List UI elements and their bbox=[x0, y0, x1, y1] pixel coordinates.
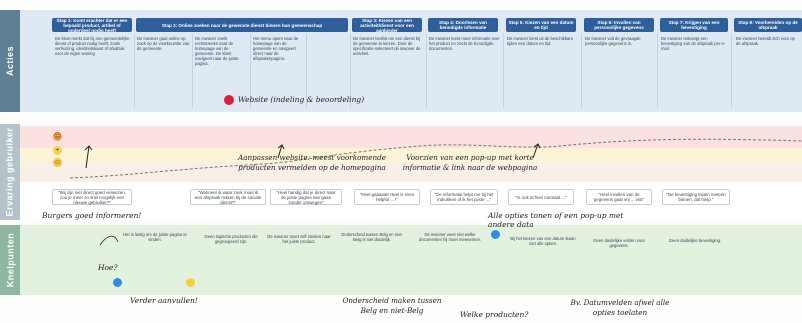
arrow-icon bbox=[277, 144, 285, 159]
lane-label-acties: Acties bbox=[0, 10, 20, 112]
sad-face-icon: ☹ bbox=[53, 132, 62, 141]
note-alle-opties: Alle opties tonen of een pop-up met ande… bbox=[488, 211, 624, 229]
arrow-icon bbox=[532, 143, 541, 159]
pain-point: Onderscheid tussen Belg en niet-Belg is … bbox=[341, 232, 403, 242]
pain-point: Het is lastig om de juiste pagina te vin… bbox=[123, 232, 187, 242]
pain-point: Geen duidelijke velden voor gegevens. bbox=[593, 238, 645, 248]
happy-face-icon: ☺ bbox=[53, 158, 62, 167]
action-text: De inwoner bereidt zich voor op de afspr… bbox=[736, 36, 795, 46]
note-burgers-informeren: Burgers goed informeren! bbox=[42, 211, 142, 220]
quote-card: "Heel handig dat je direct naar de juist… bbox=[270, 189, 342, 205]
action-text: De inwoner vult de gevraagde persoonlijk… bbox=[585, 36, 641, 46]
quote-card: "De bevestiging kwam meteen binnen, dat … bbox=[662, 189, 730, 205]
website-label: Website (indeling & beoordeling) bbox=[238, 95, 365, 104]
step-2: Stap 2: Online zoeken naar de gewenste d… bbox=[136, 18, 348, 32]
quote-card: "Heel invullen van de gegevens gaat vrij… bbox=[586, 189, 652, 205]
yellow-dot bbox=[186, 278, 195, 287]
quote-card: "Is ook al heel normaal ..." bbox=[508, 189, 574, 205]
pain-point: De inwoner weet niet welke documenten hi… bbox=[418, 232, 482, 242]
blue-dot bbox=[113, 278, 122, 287]
emotion-band-neutral bbox=[20, 148, 802, 162]
quote-card: "De informatie helpt me bij het indrukke… bbox=[430, 189, 498, 205]
blue-dot bbox=[491, 230, 500, 239]
action-text: De inwoner beslist om een dienst bij de … bbox=[353, 36, 421, 56]
emotion-band-negative bbox=[20, 126, 802, 148]
lane-label-ervaring: Ervaring gebruiker bbox=[0, 124, 20, 220]
quote-card: "Wanneer ik waar zoek moet ik een afspra… bbox=[190, 189, 266, 205]
action-text: De inwoner gaat online op zoek op de voo… bbox=[137, 36, 190, 51]
action-text: De klant merkt dat hij een gemeentelijke… bbox=[55, 36, 130, 56]
step-4: Stap 4: Doorlezen van benodigde informat… bbox=[428, 18, 498, 32]
note-popup: Voorzien van een pop-up met korte inform… bbox=[402, 153, 538, 172]
step-1: Stap 1: Komt erachter dat er een bepaald… bbox=[52, 18, 132, 32]
knelpunten-lane bbox=[20, 225, 802, 295]
action-text: De inwoner ontvangt een bevestiging van … bbox=[661, 36, 726, 51]
note-welke-producten: Welke producten? bbox=[460, 310, 529, 319]
lane-label-knelpunten: Knelpunten bbox=[0, 225, 20, 295]
step-5: Stap 5: Kiezen van een datum en tijd bbox=[506, 18, 576, 32]
step-8: Stap 8: Voorbereiden op de afspraak bbox=[734, 18, 802, 32]
pain-point: Geen logische producten die gegroepeerd … bbox=[204, 234, 258, 244]
step-3: Stap 3: Kiezen van een activiteit/dienst… bbox=[352, 18, 422, 32]
pain-point: Bij het kiezen van een datum staan niet … bbox=[510, 236, 576, 246]
neutral-face-icon: • bbox=[53, 146, 62, 155]
quote-card: "Heel gaaaaat! Heel is even helpful ... … bbox=[354, 189, 420, 205]
pain-point: Geen duidelijke bevestiging. bbox=[668, 238, 722, 243]
action-text: De inwoner kiest uit de beschikbare tijd… bbox=[507, 36, 574, 46]
action-text: De inwoner leest meer informatie over he… bbox=[429, 36, 500, 51]
note-aanpassen-website: Aanpassen website: meest voorkomende pro… bbox=[238, 153, 386, 172]
step-6: Stap 6: Invullen van persoonlijke gegeve… bbox=[584, 18, 654, 32]
note-datumvelden: Bv. Datumvelden afwel alle opties toelat… bbox=[570, 298, 670, 317]
quote-card: "Wij zijn niet direct goed verwezen, zou… bbox=[52, 189, 132, 205]
action-text: Het menu opent naar de homepage van de g… bbox=[253, 36, 299, 61]
note-verder-aanvullen: Verder aanvullen! bbox=[130, 296, 198, 305]
arrow-icon bbox=[84, 145, 93, 169]
step-7: Stap 7: Krijgen van een bevestiging bbox=[660, 18, 728, 32]
note-hoe: Hoe? bbox=[98, 263, 118, 272]
website-dot bbox=[224, 95, 234, 105]
pain-point: De inwoner moet zelf zoeken naar het jui… bbox=[267, 234, 331, 244]
note-onderscheid: Onderscheid maken tussen Belg en niet-Be… bbox=[342, 296, 442, 315]
action-text: De inwoner zoekt rechtstreeks naar de ho… bbox=[195, 36, 239, 66]
